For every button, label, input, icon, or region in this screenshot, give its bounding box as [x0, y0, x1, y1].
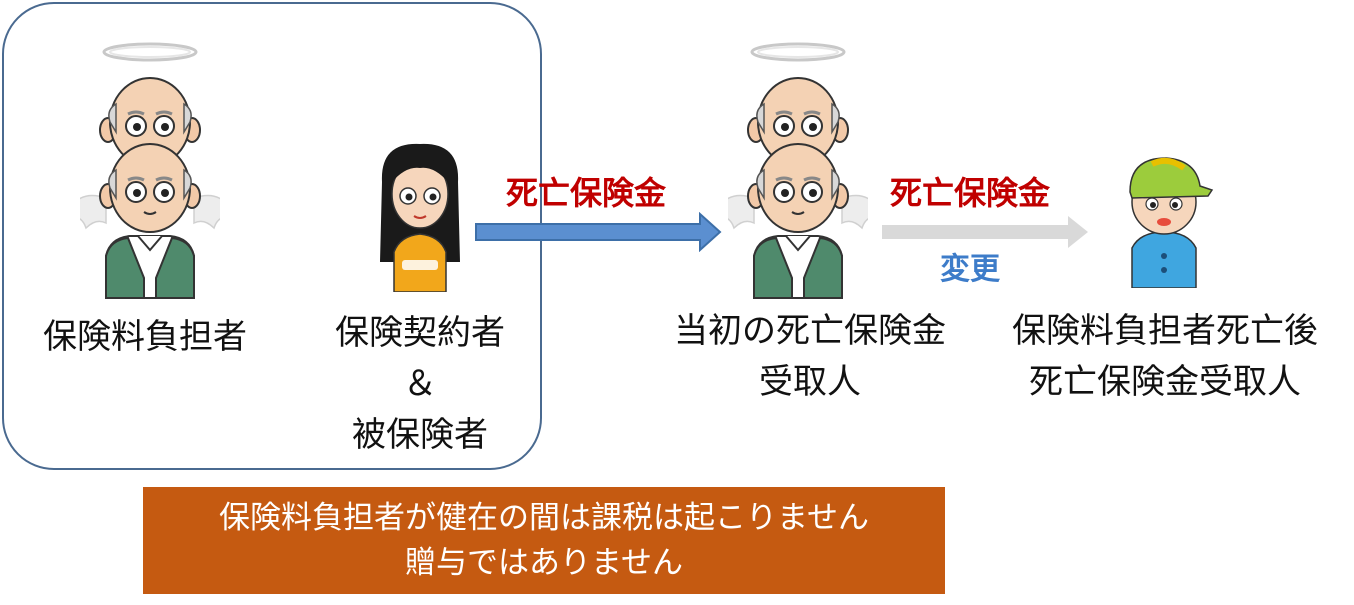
new-beneficiary-line1: 保険料負担者死亡後	[1012, 311, 1318, 351]
new-beneficiary-label: 保険料負担者死亡後 死亡保険金受取人	[990, 306, 1340, 408]
tax-note-line2: 贈与ではありません	[404, 544, 684, 581]
grandpa-angel-icon	[728, 42, 868, 299]
original-beneficiary-label: 当初の死亡保険金 受取人	[640, 306, 980, 408]
new-beneficiary-line2: 死亡保険金受取人	[1029, 362, 1301, 402]
tax-note-line1: 保険料負担者が健在の間は課税は起こりません	[218, 499, 870, 536]
ampersand-label: ＆	[403, 364, 437, 404]
change-label: 変更	[940, 252, 1000, 287]
insured-label: 被保険者	[352, 415, 488, 455]
original-beneficiary-line2: 受取人	[759, 362, 861, 402]
premium-payer-label: 保険料負担者	[43, 317, 247, 357]
death-benefit-label-2: 死亡保険金	[890, 174, 1051, 212]
death-benefit-arrow	[475, 212, 722, 252]
woman-icon	[380, 143, 460, 292]
child-icon	[1129, 157, 1214, 288]
contractor-insured-label: 保険契約者 ＆ 被保険者	[310, 308, 530, 461]
grandpa-angel-icon	[80, 42, 220, 299]
contractor-label: 保険契約者	[335, 313, 505, 353]
death-benefit-label-1: 死亡保険金	[506, 174, 667, 212]
beneficiary-change-arrow	[882, 216, 1088, 248]
tax-note-banner: 保険料負担者が健在の間は課税は起こりません 贈与ではありません	[143, 487, 945, 594]
original-beneficiary-line1: 当初の死亡保険金	[674, 311, 946, 351]
